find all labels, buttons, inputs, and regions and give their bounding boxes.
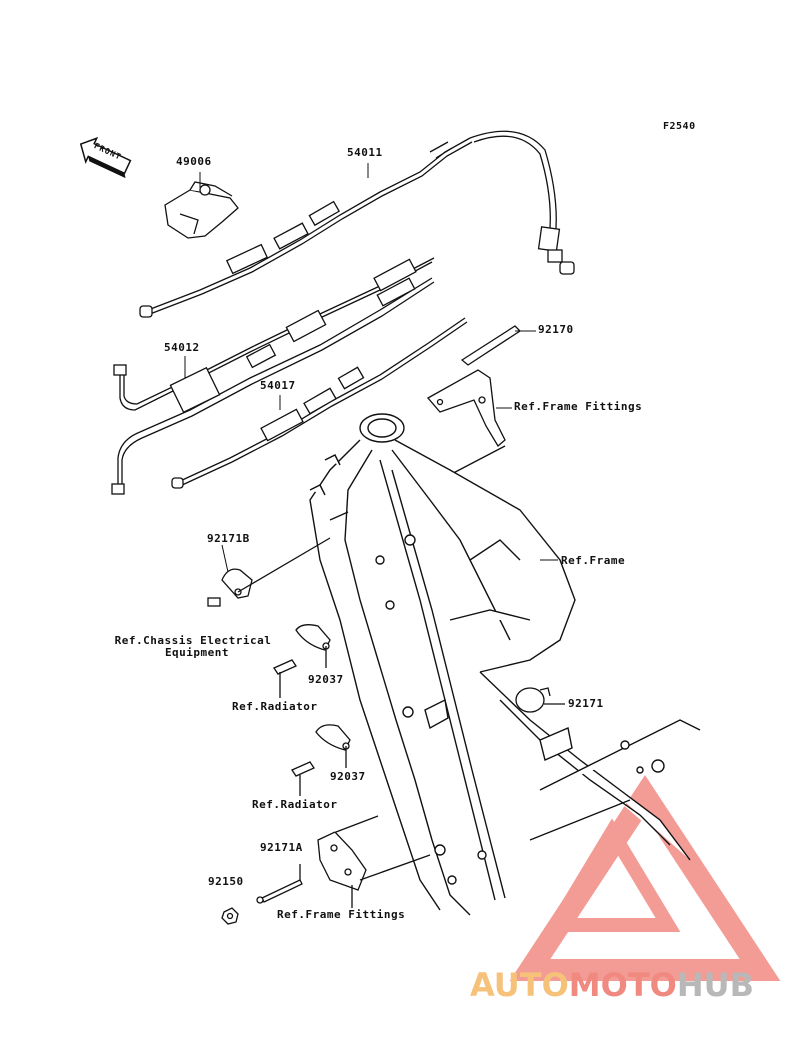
clip-92170-icon	[460, 325, 522, 366]
diagram-code: F2540	[663, 121, 696, 132]
ref-frame-fittings-bottom: Ref.Frame Fittings	[277, 908, 406, 921]
watermark-logo: AUTOMOTOHUB	[470, 965, 800, 1005]
clamp-92171B-icon	[207, 537, 331, 607]
bracket-49006-icon	[164, 181, 239, 239]
frame-fitting-bracket-top	[426, 369, 506, 481]
part-label-92170: 92170	[538, 323, 574, 336]
part-label-92150: 92150	[208, 875, 244, 888]
watermark-auto: AUTO	[470, 966, 569, 1004]
part-label-92171B: 92171B	[207, 532, 250, 545]
cable-54012	[111, 257, 435, 495]
ref-chassis-electrical: Ref.Chassis Electrical Equipment	[103, 635, 283, 659]
clamp-92037-lower-icon	[291, 724, 351, 796]
part-label-92037-upper: 92037	[308, 673, 344, 686]
part-label-54011: 54011	[347, 146, 383, 159]
part-label-92037-lower: 92037	[330, 770, 366, 783]
part-label-92171A: 92171A	[260, 841, 303, 854]
motorcycle-frame	[309, 413, 701, 916]
ref-frame-fittings-top: Ref.Frame Fittings	[514, 400, 643, 413]
ref-chassis-electrical-line2: Equipment	[164, 646, 230, 659]
part-label-54017: 54017	[260, 379, 296, 392]
ref-radiator-upper: Ref.Radiator	[232, 700, 318, 713]
ref-radiator-lower: Ref.Radiator	[252, 798, 338, 811]
pin-92171A-icon	[256, 864, 303, 904]
leader-lines	[184, 163, 558, 573]
clamp-92037-upper-icon	[273, 624, 331, 698]
part-label-49006: 49006	[176, 155, 212, 168]
part-label-92171: 92171	[568, 697, 604, 710]
watermark-hub: HUB	[676, 966, 755, 1004]
watermark-triangle	[509, 774, 781, 981]
cable-54011	[139, 130, 575, 318]
nut-92150-icon	[221, 907, 239, 925]
part-label-54012: 54012	[164, 341, 200, 354]
front-arrow-icon	[79, 136, 132, 179]
cable-54017	[171, 317, 468, 489]
watermark-moto: MOTO	[568, 966, 677, 1004]
frame-fitting-bracket-bottom	[317, 815, 431, 908]
band-92171-icon	[515, 687, 565, 713]
ref-frame: Ref.Frame	[561, 554, 626, 567]
ref-chassis-electrical-line1: Ref.Chassis Electrical	[114, 634, 272, 647]
